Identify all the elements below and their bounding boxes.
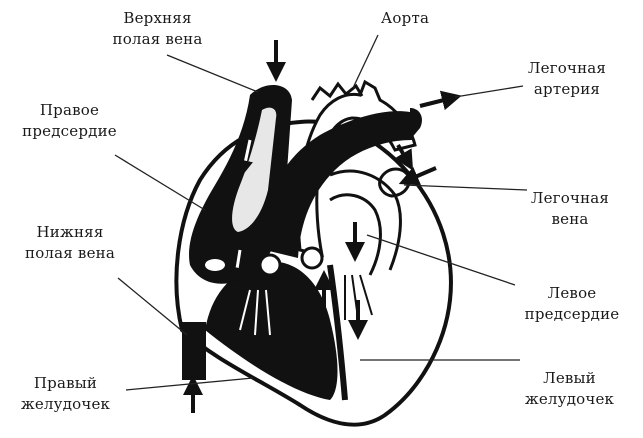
leader-right-atrium: [114, 154, 206, 211]
label-left-ventricle: Левый желудочек: [524, 369, 615, 408]
label-right-atrium: Правое предсердие: [22, 101, 117, 140]
label-inferior-vena-cava: Нижняя полая вена: [25, 223, 115, 262]
leader-pulmonary-vein: [403, 184, 528, 191]
label-superior-vena-cava: Верхняя полая вена: [112, 9, 203, 48]
leader-left-atrium: [366, 234, 516, 286]
label-pulmonary-artery: Легочная артерия: [527, 59, 607, 98]
leader-inferior-vena-cava: [117, 277, 188, 336]
label-aorta: Аорта: [380, 9, 430, 27]
label-pulmonary-vein: Легочная вена: [530, 189, 610, 228]
label-right-ventricle: Правый желудочек: [20, 374, 111, 413]
flow-arrow: [238, 139, 253, 176]
leader-aorta: [352, 34, 379, 89]
flow-arrow: [394, 143, 414, 171]
flow-arrow: [419, 90, 462, 111]
leader-superior-vena-cava: [166, 54, 259, 93]
inferior-vena-cava-shape: [182, 322, 206, 380]
leader-pulmonary-artery: [454, 85, 524, 98]
right-ventricle-shape: [205, 261, 338, 400]
pulmonary-artery-shape: [264, 111, 412, 258]
flow-arrow: [398, 166, 437, 186]
flow-arrow: [229, 249, 245, 283]
leader-right-ventricle: [125, 377, 254, 391]
label-left-atrium: Левое предсердие: [524, 284, 620, 323]
